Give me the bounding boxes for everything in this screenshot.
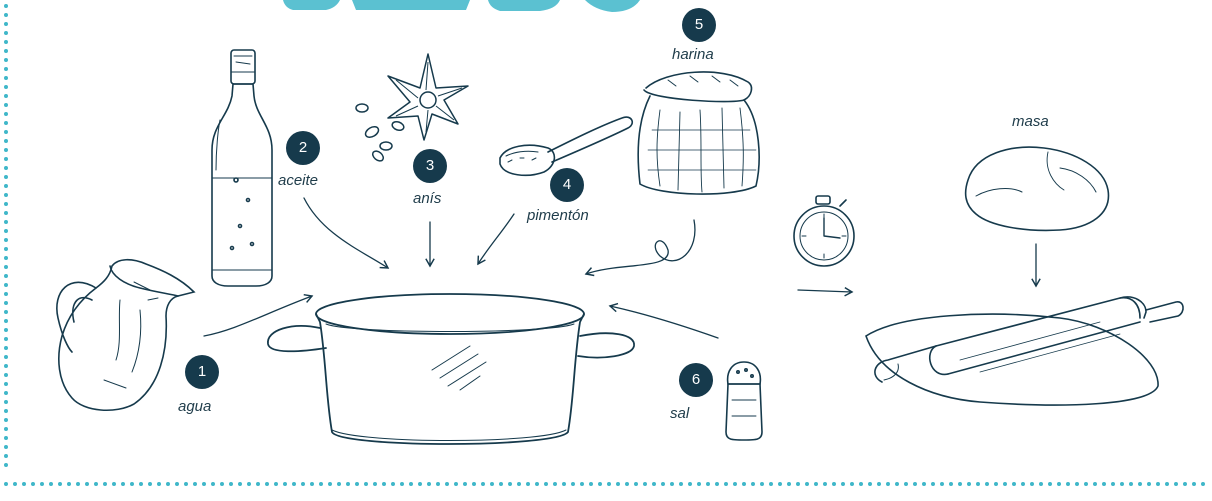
arrow-agua xyxy=(204,296,312,336)
arrow-aceite xyxy=(304,198,388,268)
step-number-3: 3 xyxy=(413,149,447,183)
salt-shaker-icon xyxy=(726,362,762,440)
step-label-harina: harina xyxy=(672,46,714,63)
step-label-anis: anís xyxy=(413,190,441,207)
dough-ball-icon xyxy=(966,147,1109,230)
spoon-paprika-icon xyxy=(500,117,632,175)
step-number-4: 4 xyxy=(550,168,584,202)
flow-arrows xyxy=(204,198,1036,338)
step-label-aceite: aceite xyxy=(278,172,318,189)
arrow-pimenton xyxy=(478,214,514,264)
step-number-5: 5 xyxy=(682,8,716,42)
arrow-timer xyxy=(798,290,852,292)
star-anise-icon xyxy=(356,54,468,163)
step-number-6: 6 xyxy=(679,363,713,397)
oil-bottle-icon xyxy=(212,50,272,286)
flour-sack-icon xyxy=(638,72,759,194)
step-label-sal: sal xyxy=(670,405,689,422)
arrow-harina xyxy=(586,220,695,274)
step-number-1: 1 xyxy=(185,355,219,389)
step-label-agua: agua xyxy=(178,398,211,415)
step-label-pimenton: pimentón xyxy=(527,207,589,224)
step-number-2: 2 xyxy=(286,131,320,165)
stopwatch-icon xyxy=(794,196,854,266)
top-banner-decoration xyxy=(283,0,640,12)
cooking-pot-icon xyxy=(268,294,634,444)
arrow-sal xyxy=(610,306,718,338)
result-label-masa: masa xyxy=(1012,113,1049,130)
water-jug-icon xyxy=(57,260,194,411)
rolling-pin-icon xyxy=(866,297,1183,405)
